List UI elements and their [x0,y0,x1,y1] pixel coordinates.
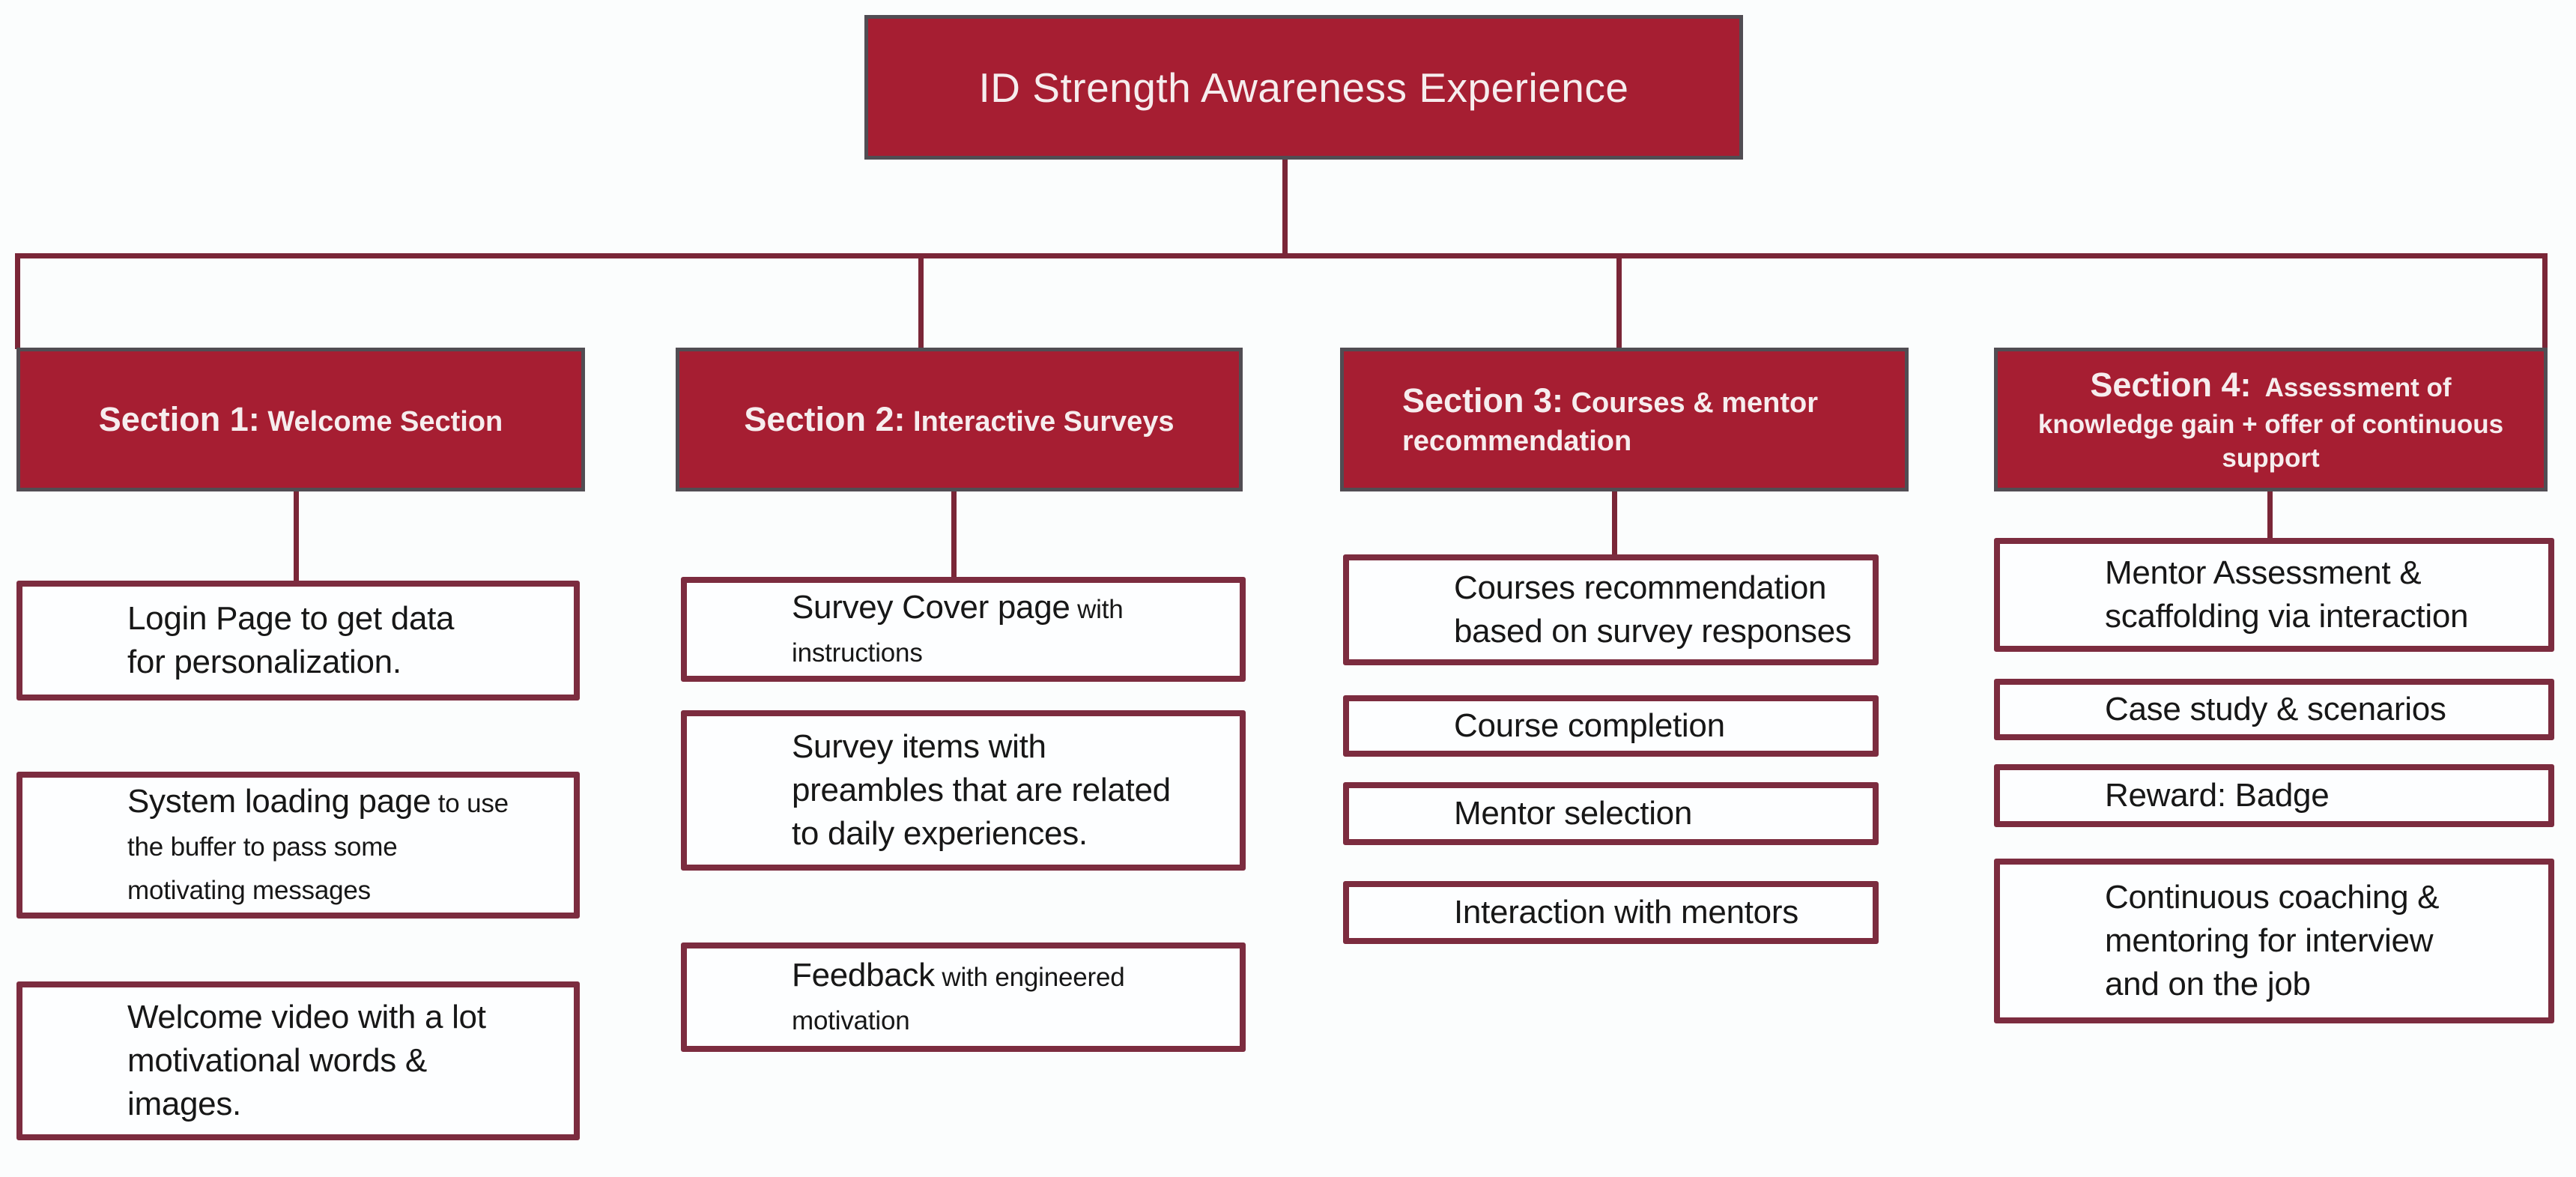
section-4-header: Section 4: Assessment of knowledge gain … [1994,348,2548,491]
section-3-item-course-completion: Course completion [1343,695,1879,757]
section-3-item-courses-recommendation: Courses recommendation based on survey r… [1343,554,1879,665]
section-3-item-mentor-selection: Mentor selection [1343,782,1879,845]
section-2-header-label: Section 2: Interactive Surveys [744,399,1175,438]
section-2-item-feedback: Feedback with engineered motivation [681,942,1246,1052]
connector-section2-top-stub [918,253,924,349]
connector-horizontal-bar [15,253,2548,258]
section-2-item-survey-cover: Survey Cover page with instructions [681,577,1246,682]
section-4-item-continuous-coaching: Continuous coaching & mentoring for inte… [1994,859,2554,1023]
section-1-header: Section 1: Welcome Section [16,348,585,491]
section-4-header-label: Section 4: Assessment of knowledge gain … [2037,366,2504,473]
connector-title-stub [1282,157,1288,258]
section-3-header-label: Section 3: Courses & mentor recommendati… [1402,381,1819,457]
connector-section2-child-stub [951,487,957,577]
section-1-item-welcome-video: Welcome video with a lot motivational wo… [16,981,580,1140]
section-1-item-system-loading: System loading page to use the buffer to… [16,772,580,919]
connector-section3-child-stub [1612,487,1617,556]
chart-title-label: ID Strength Awareness Experience [978,64,1629,111]
section-3-item-interaction-with-mentors: Interaction with mentors [1343,881,1879,944]
section-2-header: Section 2: Interactive Surveys [676,348,1243,491]
section-1-header-label: Section 1: Welcome Section [98,399,503,438]
section-4-item-mentor-assessment: Mentor Assessment & scaffolding via inte… [1994,538,2554,652]
connector-section4-top-stub [2542,253,2548,349]
section-1-item-login-page: Login Page to get data for personalizati… [16,581,580,701]
connector-section3-top-stub [1616,253,1622,349]
section-2-item-survey-items: Survey items with preambles that are rel… [681,710,1246,871]
connector-section1-child-stub [294,487,299,582]
chart-title-box: ID Strength Awareness Experience [864,15,1743,160]
section-4-item-case-study: Case study & scenarios [1994,679,2554,740]
section-4-item-reward-badge: Reward: Badge [1994,764,2554,827]
connector-section1-top-stub [15,253,20,349]
section-3-header: Section 3: Courses & mentor recommendati… [1340,348,1909,491]
connector-section4-child-stub [2267,487,2273,539]
